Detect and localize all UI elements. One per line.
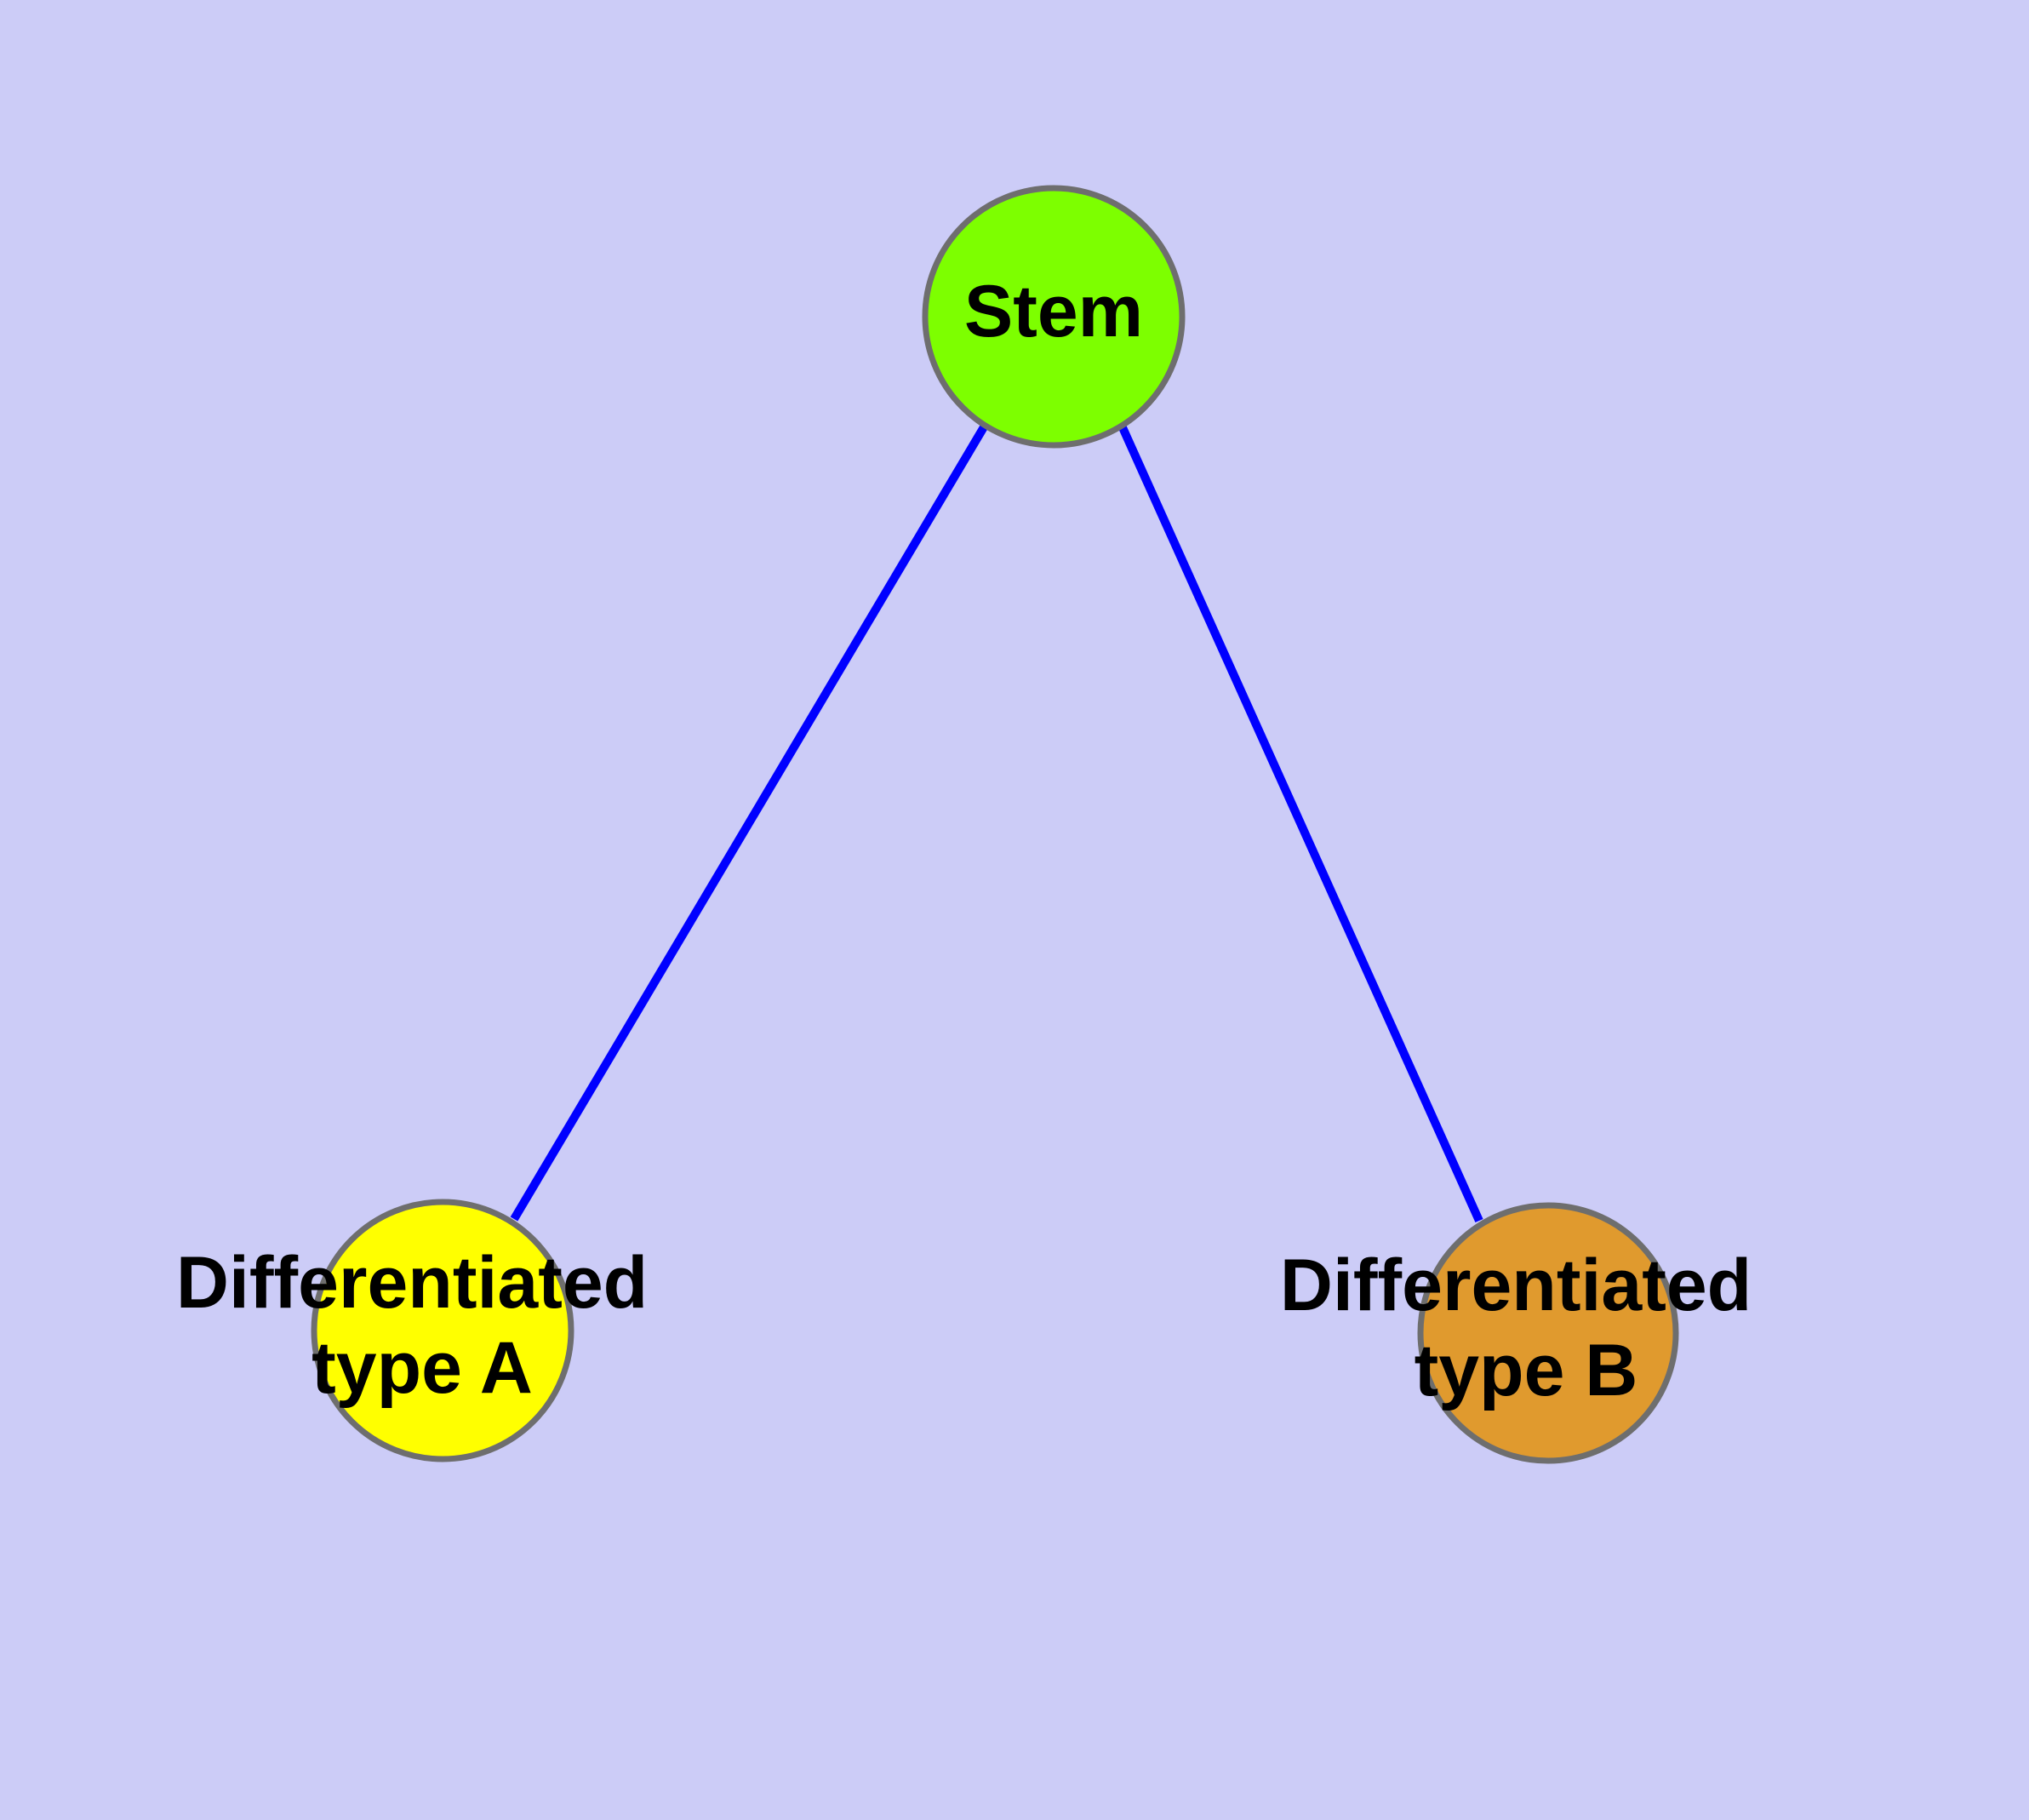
node-differentiated-type-b-label-line1: Differentiated — [1280, 1245, 1752, 1326]
node-differentiated-type-a-circle[interactable] — [311, 1199, 574, 1462]
node-stem[interactable] — [922, 185, 1186, 449]
node-stem-circle[interactable] — [922, 185, 1186, 449]
node-differentiated-type-a-label: Differentiated type A — [176, 1242, 668, 1409]
edges-group — [510, 423, 1483, 1223]
nodes-group — [311, 185, 1679, 1464]
node-differentiated-type-b[interactable] — [1417, 1202, 1679, 1464]
labels-group: Stem Differentiated type A Differentiate… — [176, 271, 1772, 1411]
node-stem-label: Stem — [964, 271, 1143, 352]
node-differentiated-type-a-label-line2: type A — [311, 1327, 533, 1409]
node-differentiated-type-b-label: Differentiated type B — [1280, 1245, 1772, 1411]
edge-stem-to-differentiated-type-b[interactable] — [1117, 423, 1483, 1223]
node-differentiated-type-b-circle[interactable] — [1417, 1202, 1679, 1464]
node-differentiated-type-a-label-line1: Differentiated — [176, 1242, 648, 1324]
node-differentiated-type-a[interactable] — [311, 1199, 574, 1462]
node-stem-label-line1: Stem — [964, 271, 1143, 352]
node-differentiated-type-b-label-line2: type B — [1415, 1330, 1638, 1411]
edge-stem-to-differentiated-type-a[interactable] — [510, 423, 989, 1222]
